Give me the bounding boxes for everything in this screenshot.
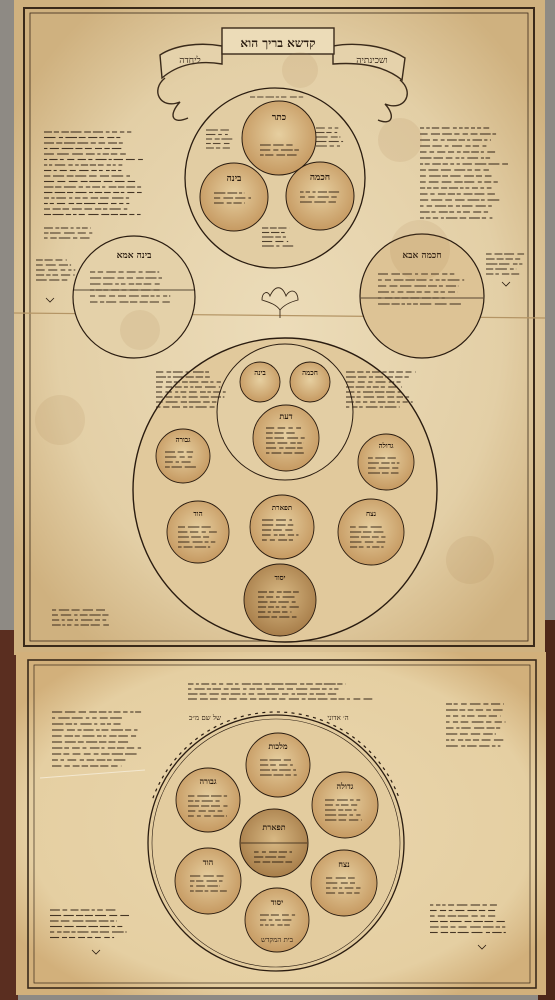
lower-circle-tiferet-label: תפארת xyxy=(262,822,285,832)
sefirah-tiferet-label: תפארת xyxy=(272,503,292,512)
head-circle-binah xyxy=(199,162,269,232)
text-block-lower-gedulah xyxy=(325,799,362,821)
sefirah-tiferet xyxy=(249,494,315,560)
text-block-lower-footer-left xyxy=(50,909,129,939)
sefirah-yesod-label: יסוד xyxy=(275,573,286,582)
text-block-gevurah xyxy=(165,451,196,468)
lower-header-left: של שם מ״ב xyxy=(189,714,221,722)
sefirah-gevurah xyxy=(155,428,211,484)
banner-scroll xyxy=(157,27,408,123)
banner-left-text: ליחדה xyxy=(179,55,200,66)
sefirah-daat-label: דעת xyxy=(279,411,292,421)
text-block-upper-left-small xyxy=(44,227,93,239)
lower-circle-malkhut-label: מלכות xyxy=(268,741,288,751)
sefirah-binah-label: בינה xyxy=(254,368,266,377)
banner-center-text: קדשא בריך הוא xyxy=(240,36,315,50)
lower-circle-malkhut xyxy=(245,732,311,798)
text-block-upper-left xyxy=(44,131,143,216)
text-block-lower-left xyxy=(52,711,142,767)
lower-header-right: ה׳ אדוני xyxy=(327,714,348,722)
binding-left xyxy=(0,630,18,1000)
crease xyxy=(39,769,146,779)
sefirah-gedulah-label: גדולה xyxy=(379,441,394,450)
text-block-upper-right xyxy=(420,127,508,219)
text-block-tree-right xyxy=(346,371,416,408)
ornament-icon-right xyxy=(501,281,511,287)
head-circle-keter xyxy=(241,100,317,176)
text-block-chokhmah xyxy=(300,191,340,203)
text-block-lower-footer-right xyxy=(430,904,506,934)
side-circle-abba xyxy=(359,233,485,359)
text-block-lower-right xyxy=(446,703,506,747)
sefirah-hod-label: הוד xyxy=(193,509,202,518)
sefirah-gedulah xyxy=(357,433,415,491)
lower-circle-yesod-label: יסוד xyxy=(271,897,284,907)
sefirah-chokhmah-label: חכמה xyxy=(302,368,318,377)
text-block-head-left xyxy=(206,129,233,149)
head-circle-chokhmah xyxy=(285,161,355,231)
sefirah-binah xyxy=(239,361,281,403)
sefirah-yesod xyxy=(243,563,317,637)
text-block-head-bottom xyxy=(262,227,294,247)
floral-ornament-icon xyxy=(261,287,299,318)
head-circle-binah-label: בינה xyxy=(227,174,242,184)
text-block-imma xyxy=(90,271,171,303)
text-block-lower-gevurah xyxy=(188,795,228,817)
text-block-gedulah xyxy=(368,457,400,474)
text-block-side-right xyxy=(486,253,525,275)
lower-circle-gevurah-label: גבורה xyxy=(199,776,216,786)
sefirah-netzach-label: נצח xyxy=(366,509,376,518)
side-circle-imma-label: בינה אמא xyxy=(117,251,152,261)
text-block-side-left xyxy=(36,259,76,281)
ornament-icon-lower-right xyxy=(477,944,487,950)
ornament-icon-lower-left xyxy=(91,949,101,955)
text-block-daat xyxy=(266,427,305,454)
upper-border-outer xyxy=(23,7,535,647)
text-block-malkhut xyxy=(260,759,297,776)
lower-outer-circle-inner xyxy=(151,718,401,968)
lower-circle-hod-label: הוד xyxy=(203,857,214,867)
text-block-yesod xyxy=(258,591,299,618)
text-block-abba xyxy=(378,273,465,305)
text-block-lower-tiferet xyxy=(254,851,293,863)
text-block-upper-footer xyxy=(52,609,109,626)
sefirah-chokhmah xyxy=(289,361,331,403)
text-block-lower-yesod xyxy=(260,914,296,926)
side-circle-imma xyxy=(72,235,196,359)
script-texture-layer xyxy=(35,52,525,939)
text-block-lower-rim xyxy=(152,711,399,799)
text-block-lower-header xyxy=(188,683,373,700)
sefirah-daat xyxy=(252,404,320,472)
text-block-lower-hod xyxy=(190,875,227,892)
text-block-tree-left xyxy=(156,371,226,408)
banner-right-text: ושכינתיה xyxy=(356,56,387,66)
lower-circle-netzach-label: נצח xyxy=(338,859,350,869)
text-block-binah xyxy=(214,192,251,204)
side-circle-abba-label: חכמה אבא xyxy=(402,251,441,261)
head-circle-keter-label: כתר xyxy=(272,113,286,123)
lower-border-inner xyxy=(33,664,531,984)
text-block-tiferet xyxy=(262,519,299,541)
lower-circle-beit-hamikdash-label: בית המקדש xyxy=(261,936,294,944)
text-block-hod xyxy=(178,526,217,548)
sefirot-outer-circle xyxy=(132,337,438,643)
stain-layer xyxy=(35,52,494,584)
ornament-icon-left xyxy=(45,297,55,303)
lower-border-outer xyxy=(27,659,537,989)
lower-circle-gedulah-label: גדולה xyxy=(337,781,354,791)
head-circle-chokhmah-label: חכמה xyxy=(310,173,330,183)
text-block-lower-netzach xyxy=(326,877,361,894)
text-block-netzach xyxy=(350,526,386,548)
text-block-head-right xyxy=(316,127,344,147)
sefirah-gevurah-label: גבורה xyxy=(176,435,192,444)
text-block-keter xyxy=(260,144,299,156)
